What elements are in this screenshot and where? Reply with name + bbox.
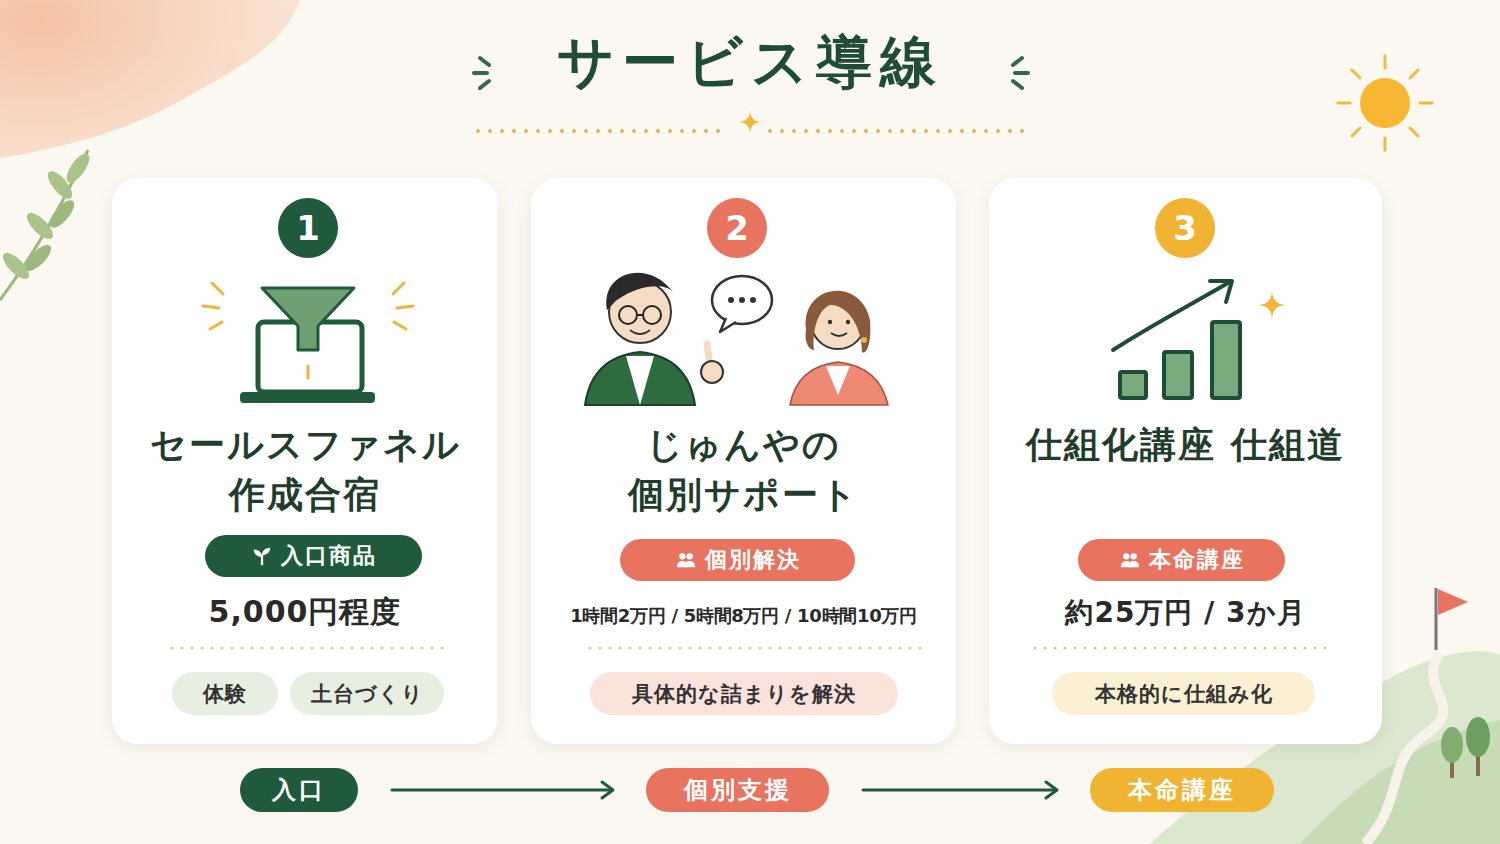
people-icon [1119, 549, 1141, 571]
flow-arrow [863, 789, 1056, 792]
category-badge: 入口商品 [205, 535, 422, 577]
sprout-icon [251, 545, 273, 567]
flow-stage: 本命講座 [1090, 768, 1274, 812]
card-title: 仕組化講座 仕組道 [1026, 420, 1346, 470]
card-title: セールスファネル 作成合宿 [145, 420, 465, 521]
card-dotted-rules [172, 647, 1330, 650]
flow-label: 本命講座 [1128, 774, 1236, 806]
feature-tag: 体験 [172, 672, 278, 715]
flow-stage: 入口 [240, 768, 358, 812]
service-card: 仕組化講座 仕組道約25万円 / 3か月 3 本命講座本格的に仕組み化 [989, 178, 1382, 744]
badge-label: 入口商品 [281, 541, 377, 571]
flow-label: 個別支援 [684, 774, 792, 806]
flow-stage: 個別支援 [646, 768, 829, 812]
num-label: 2 [725, 208, 749, 248]
card-title: じゅんやの 個別サポート [584, 420, 904, 521]
feature-tag: 具体的な詰まりを解決 [590, 672, 898, 715]
price-text: 約25万円 / 3か月 [989, 594, 1382, 632]
page-title: サービス導線 [0, 26, 1500, 99]
service-card: セールスファネル 作成合宿 5,000円程度 1 入口商品体験 土台づくり [112, 178, 498, 744]
feature-tag: 土台づくり [290, 672, 444, 715]
tag-label: 体験 [203, 680, 247, 708]
title-dotted-rule [478, 129, 1025, 133]
step-number: 3 [1155, 198, 1215, 258]
sun [1338, 56, 1432, 150]
title-star [738, 110, 762, 134]
tag-label: 本格的に仕組み化 [1095, 680, 1273, 708]
people-icon [675, 549, 697, 571]
num-label: 3 [1173, 208, 1197, 248]
category-badge: 個別解決 [620, 539, 855, 581]
category-badge: 本命講座 [1078, 539, 1285, 581]
price-text: 1時間2万円 / 5時間8万円 / 10時間10万円 [531, 604, 956, 628]
consultation-illustration [585, 273, 888, 405]
funnel-laptop-illustration [203, 283, 413, 403]
peach-blob [0, 0, 300, 158]
tag-label: 具体的な詰まりを解決 [632, 680, 856, 708]
badge-label: 個別解決 [705, 545, 801, 575]
step-number: 2 [707, 198, 767, 258]
badge-label: 本命講座 [1149, 545, 1245, 575]
step-number: 1 [278, 198, 338, 258]
num-label: 1 [296, 208, 320, 248]
flow-label: 入口 [272, 774, 326, 806]
tag-label: 土台づくり [311, 680, 424, 708]
flow-arrow [392, 789, 612, 792]
price-text: 5,000円程度 [112, 592, 498, 633]
growth-chart-illustration [1113, 281, 1287, 398]
leaf-branch [0, 150, 93, 300]
service-card: じゅんやの 個別サポート 1時間2万円 / 5時間8万円 / 10時間10万円 2 個… [531, 178, 956, 744]
feature-tag: 本格的に仕組み化 [1052, 672, 1315, 715]
